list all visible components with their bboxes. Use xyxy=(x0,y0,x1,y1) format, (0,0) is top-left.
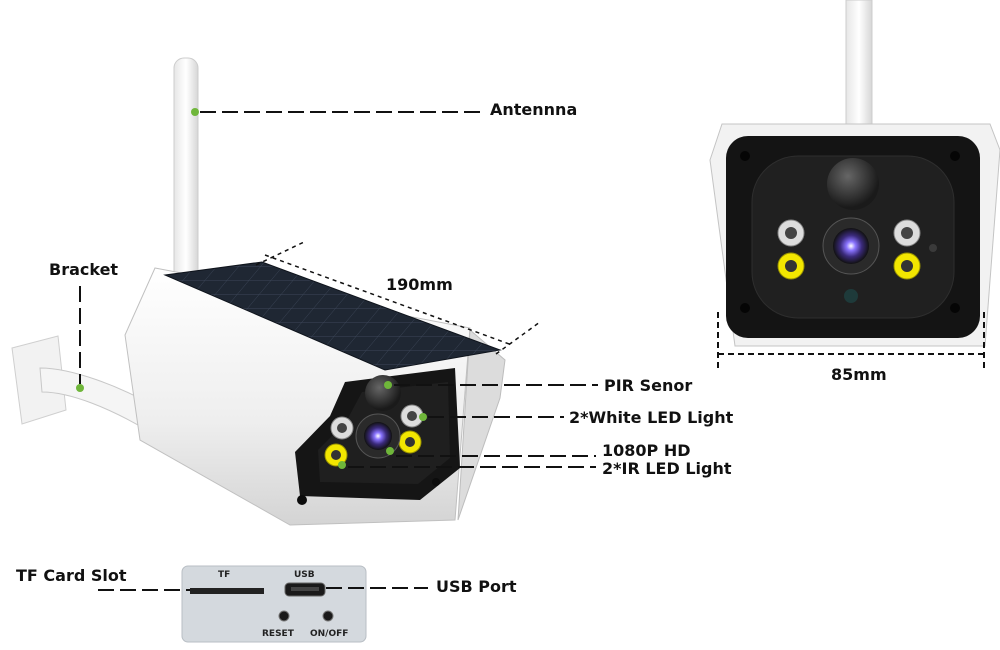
ir-led-marker xyxy=(338,461,346,469)
ir-led-label: 2*IR LED Light xyxy=(602,459,732,478)
white-led-label: 2*White LED Light xyxy=(569,408,734,427)
front-antenna-graphic xyxy=(845,0,873,127)
width-dimension xyxy=(717,312,985,368)
front-pir-sensor xyxy=(827,158,879,210)
pir-sensor xyxy=(365,375,401,411)
panel-usb-text: USB xyxy=(294,570,315,580)
pir-sensor-label: PIR Senor xyxy=(604,376,693,395)
camera-perspective xyxy=(11,57,598,526)
antenna-label: Antennna xyxy=(490,100,578,119)
hd-marker xyxy=(386,447,394,455)
bracket-label: Bracket xyxy=(49,260,119,279)
panel-reset-text: RESET xyxy=(262,629,294,639)
front-white-led-right xyxy=(893,219,921,247)
white-led-left xyxy=(330,416,354,440)
panel-tf-text: TF xyxy=(218,570,231,580)
camera-housing xyxy=(124,261,506,526)
front-white-led-left xyxy=(777,219,805,247)
camera-front-view xyxy=(709,0,1000,368)
solar-panel xyxy=(163,261,502,371)
marker-dots xyxy=(76,108,427,469)
white-led-marker xyxy=(419,413,427,421)
length-dimension-label: 190mm xyxy=(386,275,453,294)
leader-lines xyxy=(79,111,598,468)
port-panel xyxy=(98,565,428,643)
width-dimension-label: 85mm xyxy=(831,365,887,384)
usb-port-label: USB Port xyxy=(436,577,517,596)
ir-led-right xyxy=(398,430,422,454)
length-dimension-line xyxy=(264,254,513,346)
front-ir-led-left xyxy=(777,252,805,280)
reset-button xyxy=(278,610,290,622)
tf-card-slot xyxy=(190,588,264,594)
hd-label: 1080P HD xyxy=(602,441,691,460)
front-lens xyxy=(822,217,880,275)
pir-marker xyxy=(384,381,392,389)
tf-card-label: TF Card Slot xyxy=(16,566,127,585)
onoff-button xyxy=(322,610,334,622)
ir-led-left xyxy=(324,443,348,467)
panel-onoff-text: ON/OFF xyxy=(310,629,349,639)
bracket-marker xyxy=(76,384,84,392)
front-ir-led-right xyxy=(893,252,921,280)
camera-lens xyxy=(355,413,401,459)
antenna-graphic xyxy=(173,57,199,285)
antenna-marker xyxy=(191,108,199,116)
